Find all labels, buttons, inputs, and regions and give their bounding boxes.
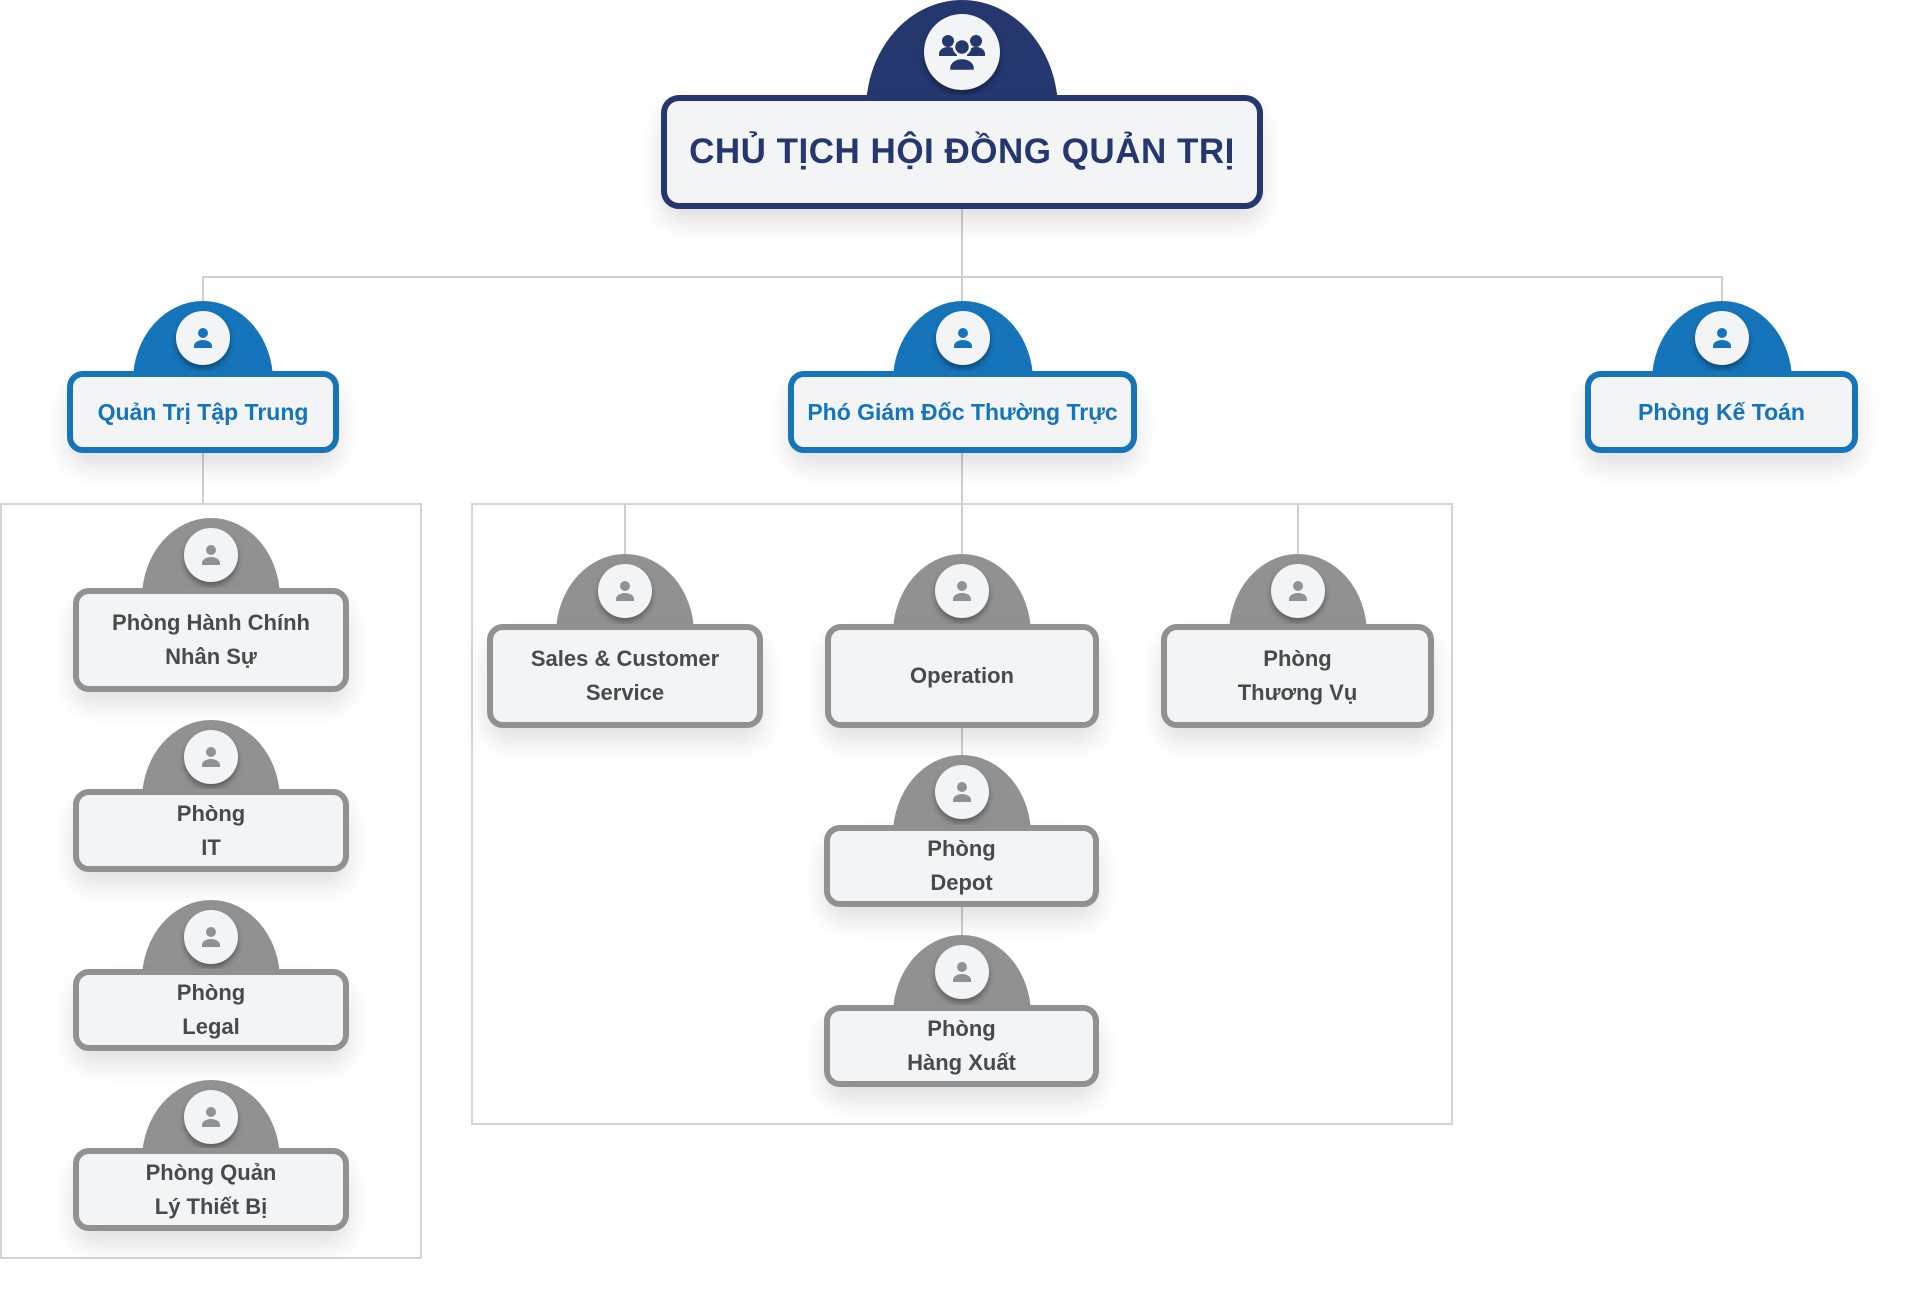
node-label: Phòng Depot — [927, 836, 996, 895]
user-icon — [935, 564, 989, 618]
node-phong-hanh-chinh-nhan-su[interactable]: Phòng Hành Chính Nhân Sự — [73, 518, 349, 692]
node-operation[interactable]: Operation — [825, 554, 1099, 728]
user-icon — [1694, 311, 1749, 365]
node-label: Phòng Kế Toán — [1638, 398, 1805, 425]
user-icon — [184, 528, 238, 582]
node-label: Phòng Legal — [176, 980, 246, 1039]
user-icon — [184, 1090, 238, 1144]
root-node[interactable]: CHỦ TỊCH HỘI ĐỒNG QUẢN TRỊ — [661, 0, 1263, 209]
node-label: Phòng Hành Chính Nhân Sự — [112, 610, 310, 669]
node-box: Phòng Thương Vụ — [1161, 624, 1434, 728]
node-box: Phòng Quản Lý Thiết Bị — [73, 1148, 349, 1231]
user-icon — [598, 564, 652, 618]
node-label: Quản Trị Tập Trung — [97, 398, 309, 425]
node-box: Phòng Hành Chính Nhân Sự — [73, 588, 349, 692]
connector-operation-to-depot — [961, 728, 963, 756]
user-icon — [184, 730, 238, 784]
node-sales-customer-service[interactable]: Sales & Customer Service — [487, 554, 763, 728]
user-icon — [1270, 564, 1325, 618]
node-label: Phòng IT — [176, 800, 246, 860]
node-box: Phó Giám Đốc Thường Trực — [788, 371, 1137, 453]
node-phong-quan-ly-thiet-bi[interactable]: Phòng Quản Lý Thiết Bị — [73, 1080, 349, 1231]
user-icon — [934, 945, 989, 999]
quan-tri-group-container — [0, 503, 422, 1259]
node-label: Operation — [910, 663, 1014, 688]
user-icon — [934, 765, 989, 819]
node-quan-tri-tap-trung[interactable]: Quản Trị Tập Trung — [67, 301, 339, 453]
node-phong-legal[interactable]: Phòng Legal — [73, 900, 349, 1051]
node-box: Phòng IT — [73, 789, 349, 872]
node-phong-ke-toan[interactable]: Phòng Kế Toán — [1585, 301, 1858, 453]
node-phong-it[interactable]: Phòng IT — [73, 720, 349, 872]
user-icon — [176, 311, 230, 365]
node-box: Quản Trị Tập Trung — [67, 371, 339, 453]
user-icon — [184, 910, 238, 964]
node-label: Sales & Customer Service — [530, 646, 720, 705]
node-label: Phòng Quản Lý Thiết Bị — [145, 1159, 277, 1219]
connector-root-down — [961, 209, 963, 278]
node-label: Phòng Hàng Xuất — [907, 1016, 1016, 1075]
node-phong-thuong-vu[interactable]: Phòng Thương Vụ — [1161, 554, 1434, 728]
connector-to-quan-tri — [202, 276, 204, 302]
connector-to-thuong-vu — [1297, 503, 1299, 554]
connector-to-sales — [624, 503, 626, 554]
node-box: Phòng Kế Toán — [1585, 371, 1858, 453]
node-box: Phòng Legal — [73, 969, 349, 1051]
user-icon — [935, 311, 990, 365]
node-box: Phòng Hàng Xuất — [824, 1005, 1099, 1087]
users-group-icon — [924, 14, 1000, 90]
connector-to-ke-toan — [1721, 276, 1723, 302]
node-box: Phòng Depot — [824, 825, 1099, 907]
node-pho-giam-doc-thuong-truc[interactable]: Phó Giám Đốc Thường Trực — [788, 301, 1137, 453]
connector-depot-to-hang-xuat — [961, 907, 963, 936]
node-box: Sales & Customer Service — [487, 624, 763, 728]
node-phong-hang-xuat[interactable]: Phòng Hàng Xuất — [824, 935, 1099, 1087]
node-phong-depot[interactable]: Phòng Depot — [824, 755, 1099, 907]
node-box: Operation — [825, 624, 1099, 728]
root-node-box: CHỦ TỊCH HỘI ĐỒNG QUẢN TRỊ — [661, 95, 1263, 209]
root-node-label: CHỦ TỊCH HỘI ĐỒNG QUẢN TRỊ — [689, 132, 1235, 171]
node-label: Phó Giám Đốc Thường Trực — [807, 398, 1118, 425]
pho-giam-doc-group-container — [471, 503, 1453, 1125]
connector-quan-tri-down — [202, 453, 204, 504]
connector-to-pho-giam-doc — [961, 276, 963, 302]
node-label: Phòng Thương Vụ — [1237, 646, 1358, 705]
